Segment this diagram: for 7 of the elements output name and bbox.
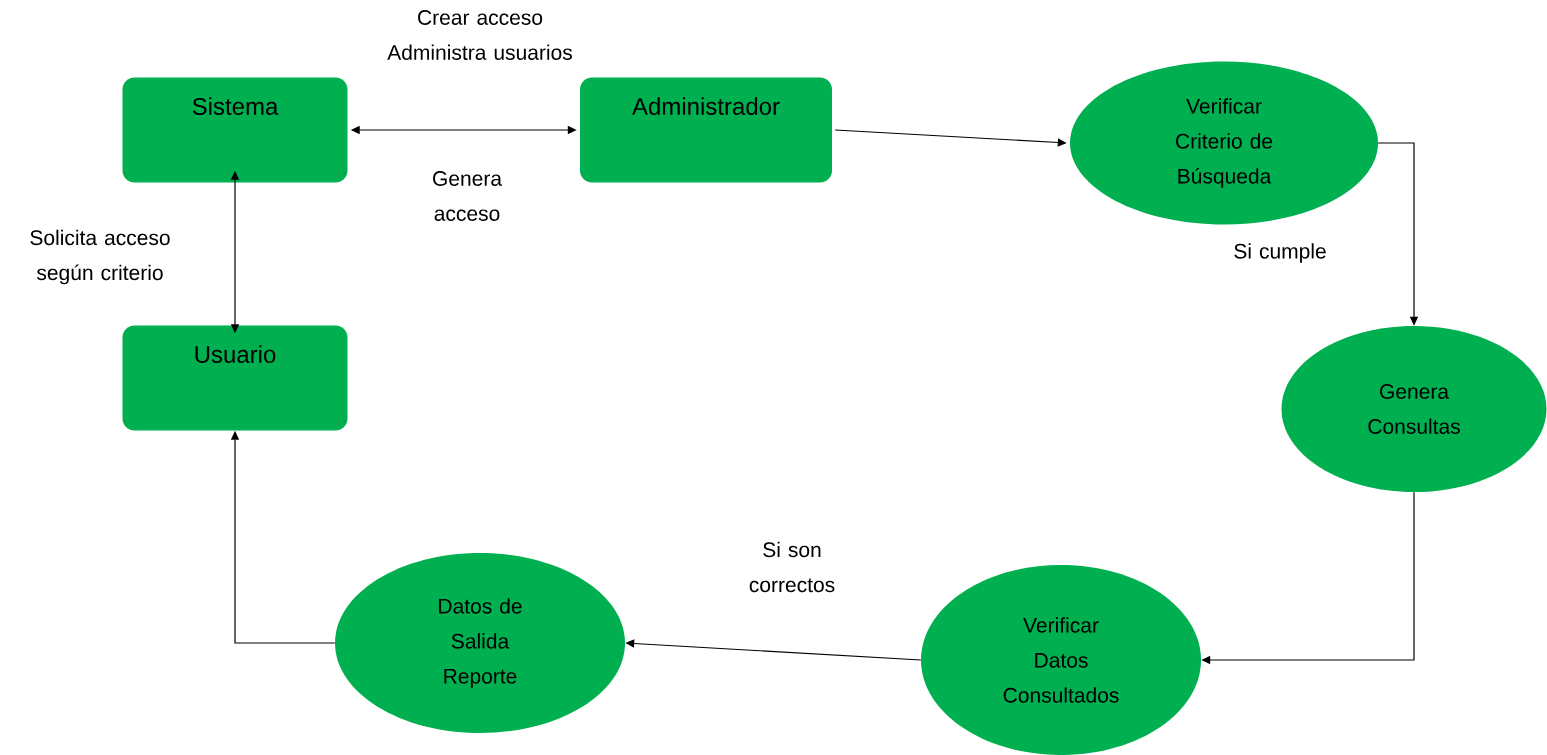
note-text: Crear acceso Administra usuarios	[387, 10, 572, 60]
process-box: Administrador	[580, 77, 832, 183]
note-text: Si son correctos	[749, 541, 835, 593]
process-box: Usuario	[122, 325, 348, 431]
note-text: Solicita acceso según criterio	[30, 229, 170, 285]
process-box: Sistema	[122, 77, 348, 183]
note-text: Genera acceso	[433, 171, 503, 221]
